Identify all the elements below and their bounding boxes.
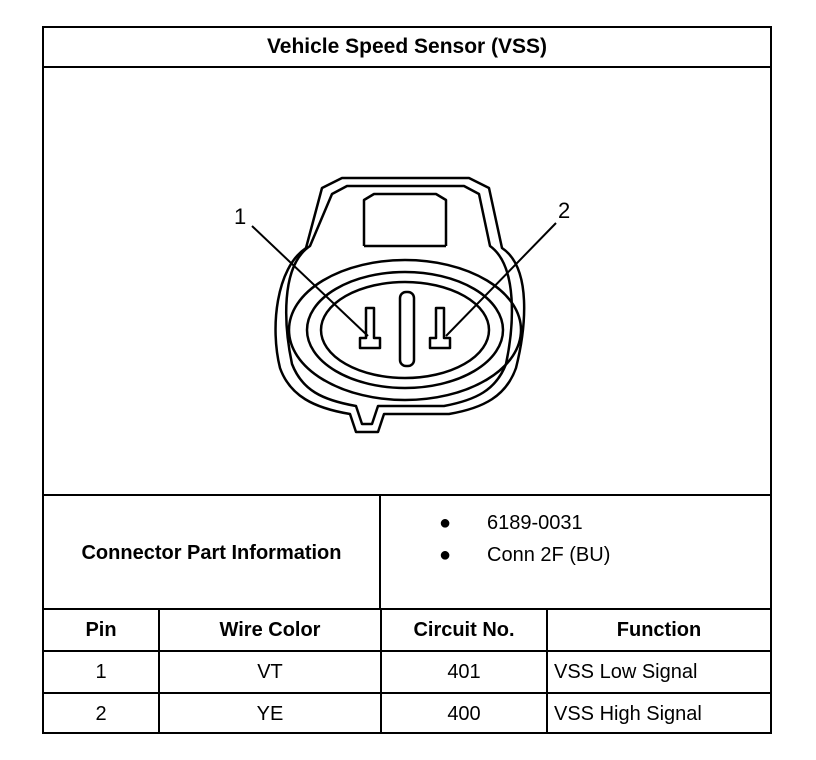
callout-line-1: [251, 225, 369, 337]
cell-function: VSS Low Signal: [546, 650, 770, 694]
seal-inner: [319, 280, 491, 380]
cell-pin: 1: [44, 650, 160, 694]
connector-info-list: ● 6189-0031 ● Conn 2F (BU): [381, 496, 770, 610]
diagram-title: Vehicle Speed Sensor (VSS): [44, 28, 770, 68]
callout-line-2: [445, 222, 557, 337]
table-header-row: Pin Wire Color Circuit No. Function: [44, 608, 770, 652]
cell-wire-color: VT: [158, 650, 382, 694]
center-rib: [398, 290, 416, 368]
bullet-icon: ●: [439, 544, 452, 566]
part-number: 6189-0031: [487, 512, 583, 534]
connector-info-label: Connector Part Information: [44, 496, 381, 610]
seal-outer: [287, 258, 523, 402]
header-pin: Pin: [44, 608, 160, 652]
cell-circuit-no: 400: [380, 692, 548, 734]
connector-drawing: [251, 176, 557, 434]
cell-function: VSS High Signal: [546, 692, 770, 734]
pinout-table: Pin Wire Color Circuit No. Function 1 VT…: [44, 608, 770, 734]
connector-description: Conn 2F (BU): [487, 544, 611, 566]
latch-window: [362, 192, 448, 246]
connector-housing: [274, 176, 526, 434]
connector-info-section: Connector Part Information ● 6189-0031 ●…: [44, 494, 770, 610]
terminal-pin-1: [358, 306, 382, 350]
connector-figure: 1 2: [44, 68, 770, 494]
cell-wire-color: YE: [158, 692, 382, 734]
bullet-icon: ●: [439, 512, 452, 534]
header-function: Function: [546, 608, 770, 652]
connector-housing-inner: [285, 184, 514, 426]
callout-pin-1: 1: [234, 204, 247, 229]
connector-sheet: Vehicle Speed Sensor (VSS): [42, 26, 772, 734]
callout-pin-2: 2: [558, 198, 571, 223]
header-wire-color: Wire Color: [158, 608, 382, 652]
seal-middle: [305, 270, 505, 390]
cell-pin: 2: [44, 692, 160, 734]
table-row: 1 VT 401 VSS Low Signal: [44, 650, 770, 694]
cell-circuit-no: 401: [380, 650, 548, 694]
terminal-pin-2: [428, 306, 452, 350]
table-row: 2 YE 400 VSS High Signal: [44, 692, 770, 734]
header-circuit-no: Circuit No.: [380, 608, 548, 652]
